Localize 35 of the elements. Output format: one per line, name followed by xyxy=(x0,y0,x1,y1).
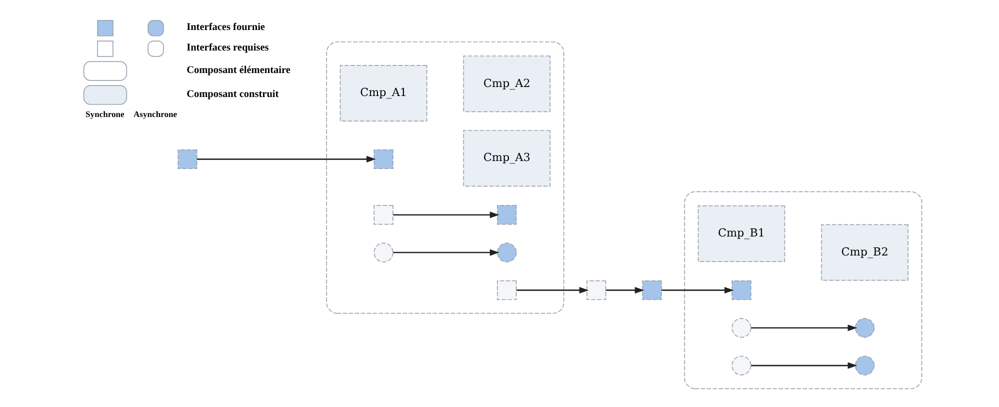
node-box xyxy=(586,280,606,300)
legend-label: Composant élémentaire xyxy=(186,64,290,76)
node-circle xyxy=(373,242,393,262)
node-box: Cmp_A3 xyxy=(462,130,550,187)
arrow xyxy=(605,286,644,294)
arrow xyxy=(661,286,734,294)
arrow xyxy=(392,212,499,218)
node-circle xyxy=(496,242,516,262)
node-box xyxy=(177,149,197,170)
label: Asynchrone xyxy=(133,109,177,120)
node-circle xyxy=(731,318,751,338)
node-box xyxy=(373,149,393,170)
legend-label: Interfaces requises xyxy=(186,42,268,54)
legend-label: Composant construit xyxy=(186,88,278,100)
arrow xyxy=(392,249,499,256)
cluster xyxy=(326,41,564,314)
node-box: Cmp_B1 xyxy=(697,205,785,262)
node-box xyxy=(496,280,516,300)
arrow xyxy=(750,362,857,369)
legend-label: Interfaces fournie xyxy=(186,22,265,33)
node-box: Cmp_B2 xyxy=(820,224,908,281)
arrow xyxy=(516,286,588,294)
arrow xyxy=(750,324,857,332)
node-circle xyxy=(731,356,751,376)
cluster xyxy=(684,191,922,390)
node-box: Cmp_A2 xyxy=(462,56,550,112)
node-box xyxy=(642,280,662,300)
node-box xyxy=(731,280,751,300)
node-box: Cmp_A1 xyxy=(339,65,427,122)
node-circle xyxy=(854,318,874,338)
label: Synchrone xyxy=(85,109,124,120)
arrow xyxy=(196,156,376,162)
node-box xyxy=(496,205,516,225)
node-box xyxy=(373,205,393,225)
node-circle xyxy=(854,356,874,376)
